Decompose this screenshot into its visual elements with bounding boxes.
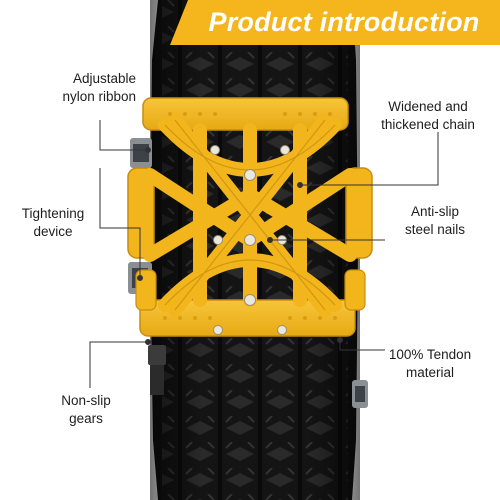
title-banner: Product introduction bbox=[170, 0, 500, 45]
label-non-slip-gears: Non-slip gears bbox=[61, 393, 111, 426]
label-widened-chain: Widened and thickened chain bbox=[381, 99, 475, 132]
banner-title: Product introduction bbox=[208, 7, 480, 37]
label-anti-slip-nails: Anti-slip steel nails bbox=[404, 204, 466, 237]
label-tightening-device: Tightening device bbox=[21, 206, 85, 239]
label-adjustable-ribbon: Adjustable nylon ribbon bbox=[62, 71, 136, 104]
snow-chain bbox=[127, 97, 373, 337]
steel-nails bbox=[210, 145, 290, 335]
label-tendon-material: 100% Tendon material bbox=[388, 347, 472, 380]
leader-lines bbox=[89, 120, 439, 388]
